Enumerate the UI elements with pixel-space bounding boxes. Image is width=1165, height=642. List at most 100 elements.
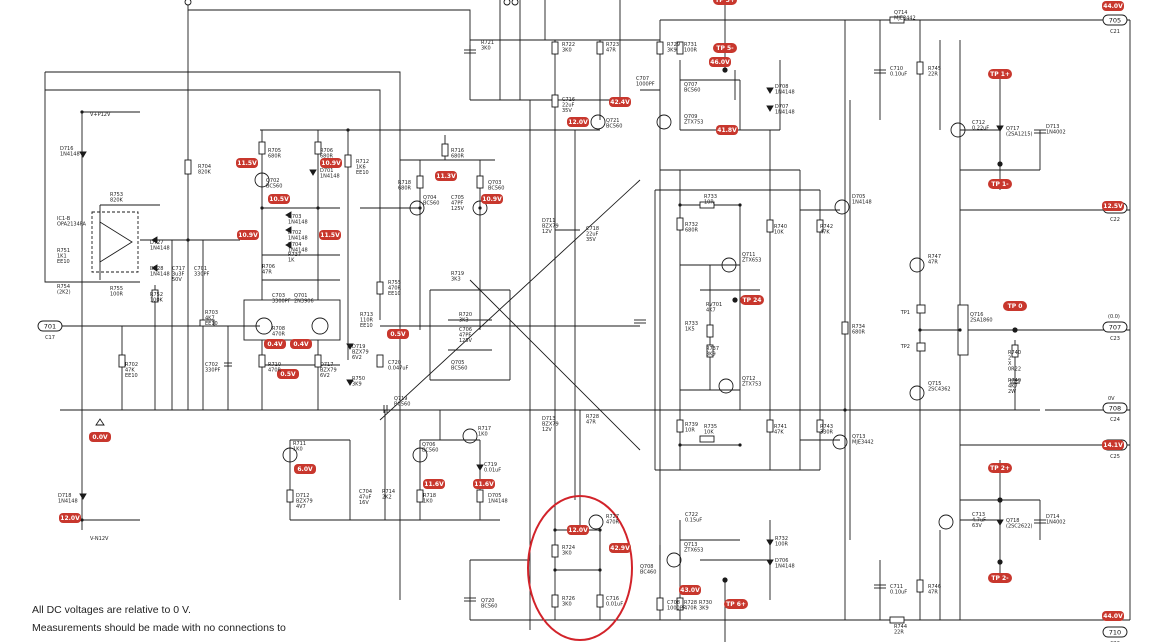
component-label-line: 100R	[775, 542, 789, 548]
component-label-line: R722	[562, 42, 575, 48]
component-label-line: R755	[388, 280, 401, 286]
voltage-value: 14.1V	[1103, 442, 1123, 449]
voltage-badge: 44.0V	[1102, 611, 1124, 621]
component-label-line: EE10	[205, 321, 218, 327]
component-label-line: 3K0	[562, 48, 572, 54]
component-label-line: 1N4148	[60, 152, 80, 158]
component-label-line: 1000PF	[636, 82, 655, 88]
note-line-2: Measurements should be made with no conn…	[32, 622, 286, 634]
component-label-line: R705	[268, 148, 281, 154]
component-label-line: 1K5	[685, 327, 695, 333]
component-label-line: R741	[774, 424, 787, 430]
component-label-line: R737	[288, 252, 301, 258]
voltage-value: 0.0V	[92, 434, 108, 441]
voltage-value: 10.9V	[482, 196, 502, 203]
component-label-line: R737	[706, 346, 719, 352]
component-label-line: 47R	[928, 590, 938, 596]
component-label-line: R713	[360, 312, 373, 318]
component-label-line: D704	[288, 242, 301, 248]
component-label-line: R720	[459, 312, 472, 318]
component-label-line: 1N4148	[488, 499, 508, 505]
component-label-line: 1N4148	[288, 248, 308, 254]
test-point-label: TP 1+	[990, 71, 1010, 78]
component-label-line: 330R	[820, 430, 834, 436]
component-label-line: 820K	[198, 170, 212, 176]
component-label-line: Q717	[1006, 126, 1019, 132]
component-label-line: ZTX653	[742, 258, 761, 264]
component-label-line: D703	[288, 214, 301, 220]
test-point: TP 2+	[988, 463, 1012, 473]
component-label-line: Q718	[1006, 518, 1019, 524]
component-label-line: R706	[262, 264, 275, 270]
component-label-line: 3K9	[706, 352, 716, 358]
component-label-line: 6V2	[352, 355, 362, 361]
voltage-value: 43.0V	[680, 587, 700, 594]
component-label-line: 470R	[606, 520, 620, 526]
component-labels: D7161N4148R753820KIC1-BOPA2134PAR7511K1E…	[57, 10, 1066, 636]
component-label-line: Q713	[684, 542, 697, 548]
component-label-line: 1K1	[57, 254, 67, 260]
component-label-line: MJE3442	[852, 440, 874, 446]
voltage-badge: 10.5V	[268, 194, 290, 204]
voltage-value: 0.4V	[267, 341, 283, 348]
component-label-line: Q716	[970, 312, 983, 318]
component-label-line: R719	[451, 271, 464, 277]
component-label-line: R733	[685, 321, 698, 327]
voltage-value: 41.8V	[717, 127, 737, 134]
component-label-line: BC560	[266, 184, 282, 190]
voltage-badge: 11.3V	[435, 171, 457, 181]
voltage-value: 11.5V	[237, 160, 257, 167]
component-label-line: 3K3	[451, 277, 461, 283]
voltage-badge: 12.0V	[59, 513, 81, 523]
component-label-line: R749	[1008, 378, 1021, 384]
component-label-line: Q702	[266, 178, 279, 184]
component-label-line: 680R	[852, 330, 866, 336]
component-label-line: R752	[150, 292, 163, 298]
test-point-label: TP 1-	[991, 181, 1009, 188]
component-label-line: 3K9	[352, 382, 362, 388]
component-label-line: EE10	[388, 291, 401, 297]
component-label-line: 0R22	[1008, 367, 1021, 373]
component-label-line: R731	[684, 42, 697, 48]
voltage-value: 0.5V	[390, 331, 406, 338]
component-label-line: C702	[205, 362, 218, 368]
component-label-line: 2	[1008, 356, 1011, 362]
component-label-line: R714	[382, 489, 395, 495]
rail-label: V+P12V	[90, 112, 111, 118]
component-label-line: R751	[57, 248, 70, 254]
voltage-badge: 0.0V	[89, 432, 111, 442]
component-label-line: 100R	[684, 48, 698, 54]
component-label-line: R726	[562, 596, 575, 602]
component-label-line: 3K0	[481, 46, 491, 52]
component-label-line: C711	[890, 584, 903, 590]
voltage-badge: 0.4V	[264, 339, 286, 349]
voltage-badge: 42.9V	[609, 543, 631, 553]
component-label-line: 3K0	[562, 602, 572, 608]
test-point-label: TP2	[900, 344, 910, 350]
voltage-badge: 0.4V	[290, 339, 312, 349]
voltage-value: 10.9V	[238, 232, 258, 239]
component-label-line: 2W	[1008, 389, 1016, 395]
voltage-value: 12.0V	[568, 119, 588, 126]
component-label-line: R739	[685, 422, 698, 428]
component-label-line: Q712	[742, 376, 755, 382]
